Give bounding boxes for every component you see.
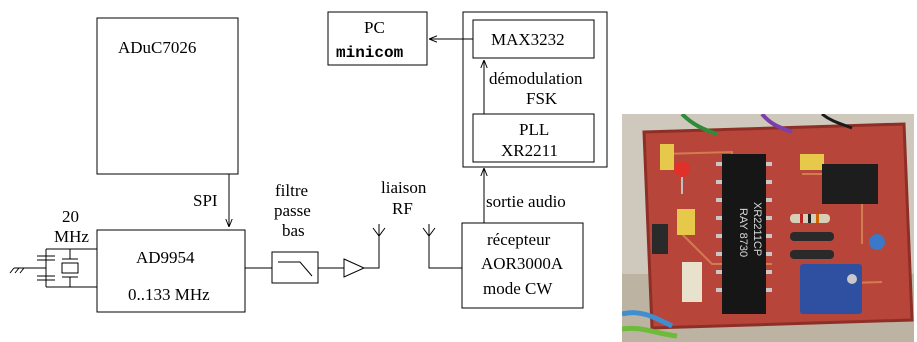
pll-chip-label: XR2211: [501, 141, 558, 160]
crystal-frequency-unit: MHz: [54, 227, 89, 246]
fsk-label: FSK: [526, 89, 558, 108]
amplifier-symbol: [343, 258, 366, 278]
demodulation-label: démodulation: [489, 69, 583, 88]
lowpass-filter-block: [271, 251, 319, 284]
radio-link-label-line1: liaison: [381, 178, 427, 197]
receiver-label-line1: récepteur: [487, 230, 551, 249]
blue-trimmer: [800, 264, 862, 314]
block-diagram: ADuC7026 SPI AD9954 0..133 MHz 20 MHz fi…: [9, 11, 608, 313]
receiver-label-line2: AOR3000A: [481, 254, 564, 273]
aduc7026-block: [96, 17, 239, 175]
pc-label: PC: [364, 18, 385, 37]
crystal-circuit: [9, 248, 97, 288]
audio-output-label: sortie audio: [486, 192, 566, 211]
red-led: [674, 161, 690, 177]
filter-label-line1: filtre: [275, 181, 308, 200]
pll-chip: [722, 154, 766, 314]
transmit-antenna: [364, 224, 380, 269]
max3232-label: MAX3232: [491, 30, 565, 49]
ad9954-range-label: 0..133 MHz: [128, 285, 210, 304]
lowpass-filter-symbol: [278, 261, 313, 277]
ad9954-label: AD9954: [136, 248, 195, 267]
chip-marking-line2: RAY 8730: [737, 208, 749, 257]
chip-marking-line1: XR2211CP: [751, 202, 763, 256]
receiver-block: [461, 222, 584, 309]
ad9954-block: [96, 229, 246, 313]
filter-label-line3: bas: [282, 221, 305, 240]
crystal-frequency-label: 20: [62, 207, 79, 226]
demodulator-frame: [462, 11, 608, 168]
spi-label: SPI: [193, 191, 218, 210]
radio-link-label-line2: RF: [392, 199, 413, 218]
receive-antenna: [428, 224, 462, 269]
pll-label: PLL: [519, 120, 549, 139]
circuit-board-photo: XR2211CP RAY 8730: [622, 114, 914, 342]
pc-block: [327, 11, 428, 66]
minicom-label: minicom: [336, 44, 404, 62]
filter-label-line2: passe: [274, 201, 311, 220]
aduc7026-label: ADuC7026: [118, 38, 196, 57]
receiver-label-line3: mode CW: [483, 279, 553, 298]
pll-block: [472, 113, 595, 163]
